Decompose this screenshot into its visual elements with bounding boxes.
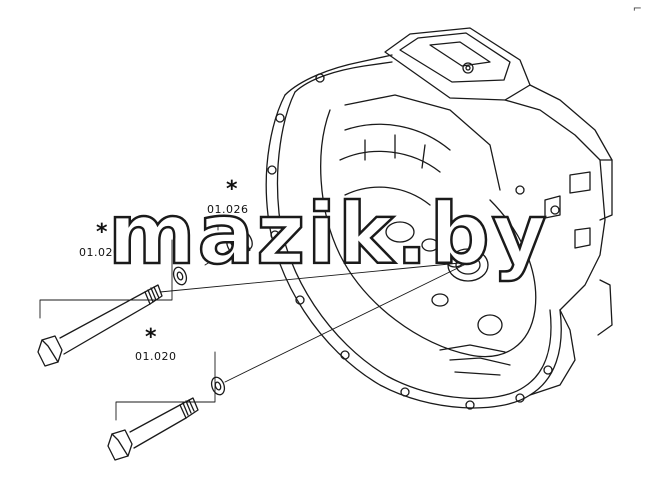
assembly-center-lines bbox=[159, 244, 471, 383]
callout-marker-bushing: * bbox=[226, 177, 238, 202]
bolt-lower bbox=[107, 397, 199, 461]
callout-marker-lower-bolt: * bbox=[145, 325, 157, 350]
clutch-housing bbox=[265, 27, 613, 410]
callout-label-lower-bolt: 01.020 bbox=[135, 350, 177, 363]
callout-marker-upper-bolt: * bbox=[96, 220, 108, 245]
callout-leaders bbox=[39, 217, 219, 421]
bushing-part bbox=[226, 230, 253, 257]
corner-mark: ⌐ bbox=[632, 2, 642, 15]
washer-upper bbox=[172, 266, 188, 286]
washer-lower bbox=[210, 376, 226, 396]
callout-label-bushing: 01.026 bbox=[207, 203, 249, 216]
watermark-text: mazik.by bbox=[107, 185, 549, 283]
callout-label-upper-bolt: 01.026 bbox=[79, 246, 121, 259]
